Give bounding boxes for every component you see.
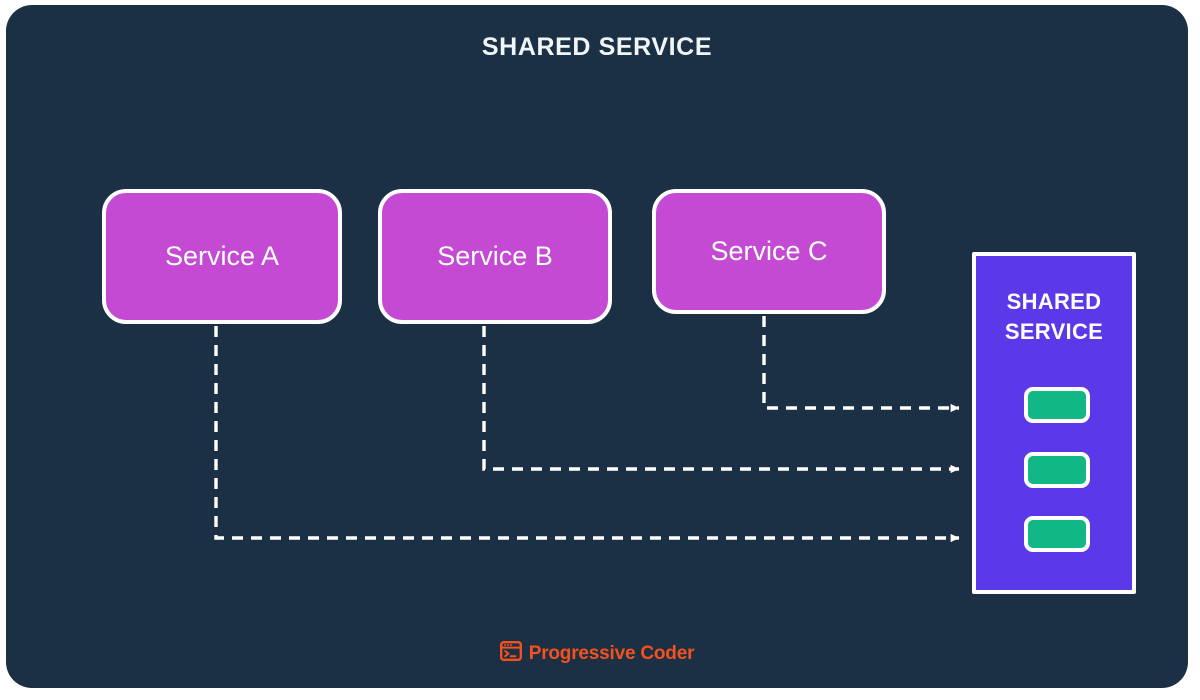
service-label: Service A: [164, 241, 280, 271]
shared-resource-chip[interactable]: [1024, 387, 1090, 423]
shared-service-title-line2: SERVICE: [1004, 318, 1104, 344]
terminal-window-icon: [499, 641, 522, 666]
brand-name: Progressive Coder: [528, 642, 695, 664]
shared-service-title-line1: SHARED: [1006, 289, 1102, 314]
service-label: Service B: [437, 241, 553, 271]
shared-resource-chip[interactable]: [1024, 452, 1090, 488]
service-box-service-c[interactable]: Service C: [652, 189, 886, 314]
service-label: Service C: [710, 236, 828, 266]
service-box-service-a[interactable]: Service A: [102, 189, 342, 324]
service-box-service-b[interactable]: Service B: [378, 189, 612, 324]
connector-service-c: [762, 316, 960, 413]
shared-service-panel[interactable]: SHARED SERVICE: [972, 252, 1136, 594]
shared-service-title: SHARED SERVICE: [976, 287, 1132, 346]
connector-service-a: [214, 326, 960, 543]
footer-brand: Progressive Coder: [6, 641, 1188, 666]
connector-service-b: [482, 326, 960, 474]
shared-resource-chip[interactable]: [1024, 516, 1090, 552]
diagram-card: SHARED SERVICE Service A: [6, 5, 1188, 688]
page-title: SHARED SERVICE: [481, 33, 713, 61]
